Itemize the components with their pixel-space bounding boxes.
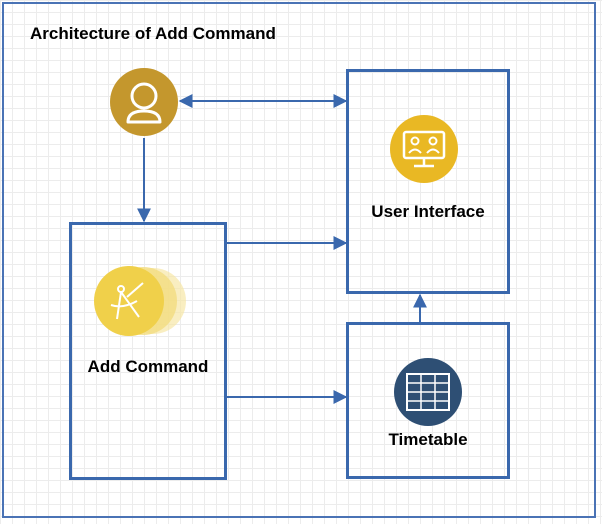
table-icon — [394, 358, 462, 426]
diagram-title: Architecture of Add Command — [30, 24, 276, 43]
compass-icon — [94, 266, 186, 336]
ui-box — [346, 69, 510, 294]
timetable-label: Timetable — [388, 430, 468, 449]
ui-label: User Interface — [371, 202, 485, 221]
add-command-label: Add Command — [87, 357, 209, 376]
user-icon — [110, 68, 178, 136]
monitor-icon — [390, 115, 458, 183]
add-command-box — [69, 222, 227, 480]
diagram-frame — [2, 2, 596, 518]
timetable-box — [346, 322, 510, 479]
